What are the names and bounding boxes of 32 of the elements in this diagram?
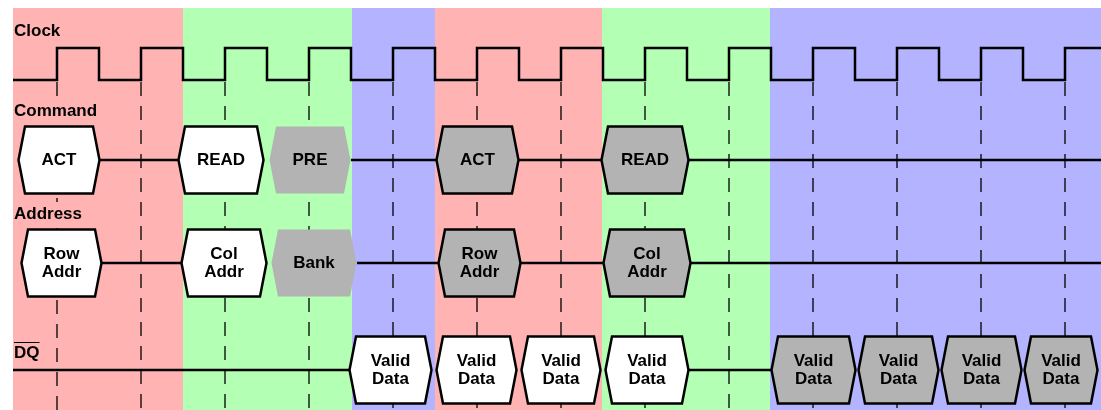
state-label: Bank [293, 254, 335, 272]
state-label: READ [620, 151, 670, 169]
state-label: Row Addr [40, 245, 83, 281]
state-label: READ [196, 151, 246, 169]
state-label: Col Addr [626, 245, 668, 281]
state-label: Valid Data [540, 352, 582, 388]
state-label: ACT [460, 151, 495, 169]
signal-name: Command [14, 101, 98, 121]
state-label: Valid Data [455, 352, 498, 388]
signal-name: Address [14, 204, 83, 224]
state-label: PRE [292, 151, 328, 169]
signal-line [351, 158, 436, 162]
state-label: Valid Data [1040, 352, 1082, 388]
signal-line [13, 368, 349, 372]
state-label: Valid Data [626, 352, 668, 388]
signal-line [691, 261, 1101, 265]
signal-line [519, 158, 601, 162]
signal-name: Clock [14, 21, 61, 41]
signal-line [100, 158, 178, 162]
state-label: Valid Data [960, 352, 1003, 388]
state-label: ACT [41, 151, 77, 169]
signal-line [689, 158, 1101, 162]
signal-line [357, 261, 438, 265]
state-label: Valid Data [877, 352, 920, 388]
signal-line [521, 261, 603, 265]
state-label: Valid Data [792, 352, 835, 388]
signal-name: DQ [14, 343, 40, 363]
state-label: Valid Data [369, 352, 412, 388]
state-label: Col Addr [203, 245, 245, 281]
state-label: Row Addr [458, 245, 501, 281]
signal-line [102, 261, 181, 265]
signal-line [689, 368, 771, 372]
